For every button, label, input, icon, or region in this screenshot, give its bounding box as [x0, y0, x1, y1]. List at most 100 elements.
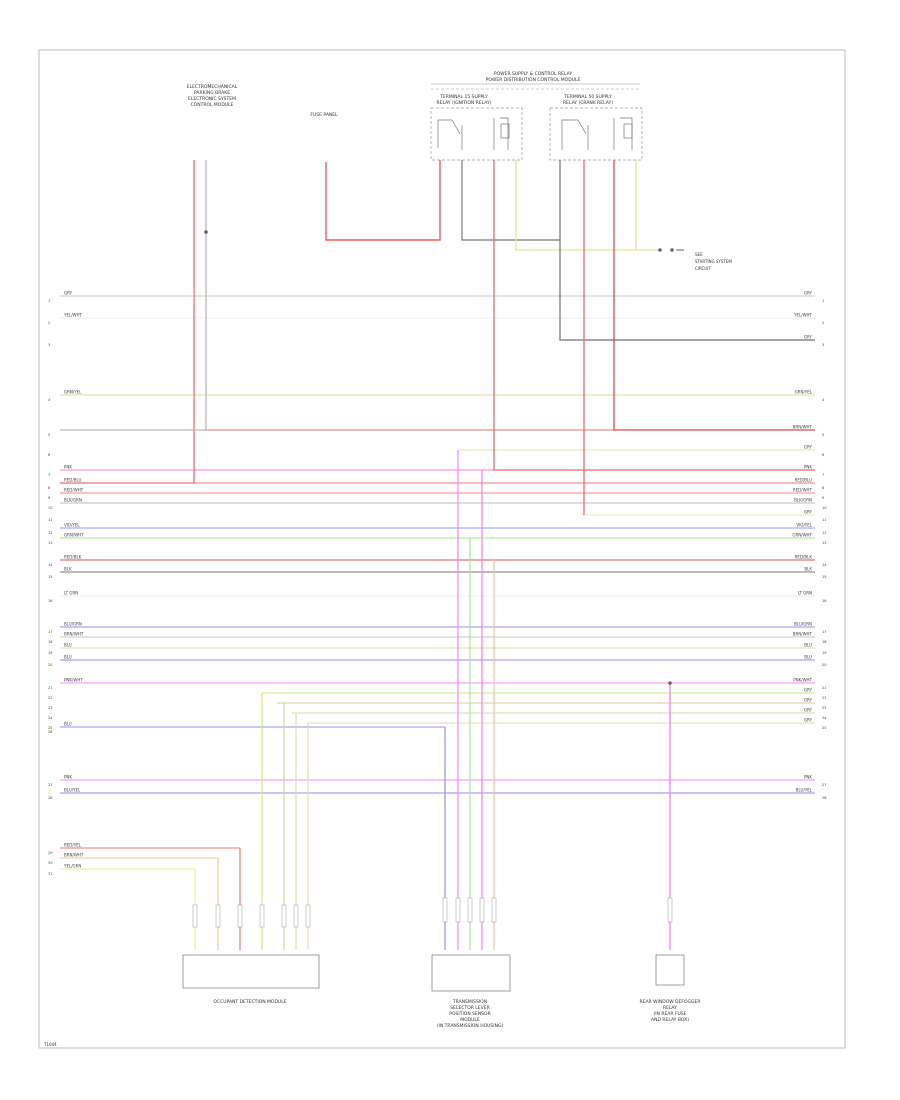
- bus-wire-label-left: BLU: [64, 722, 72, 727]
- bus-pin-right: 9: [822, 496, 824, 500]
- bus-wire-label-right: GRY: [804, 445, 813, 450]
- connector-pin: [442, 897, 448, 923]
- bus-pin-left: 9: [48, 496, 50, 500]
- bus-pin-left: 1: [48, 299, 50, 303]
- svg-text:ELECTRONIC SYSTEM: ELECTRONIC SYSTEM: [188, 96, 236, 102]
- relay2-label: TERMINAL 50 SUPPLY RELAY (CRANK RELAY): [563, 94, 613, 106]
- bus-pin-left: 21: [48, 686, 52, 690]
- bus-wire-label-left: BLU: [64, 655, 72, 660]
- bus-wire-label-left: BLU: [64, 643, 72, 648]
- bus-wire-label-right: GRY: [804, 708, 813, 713]
- connector-pin: [305, 904, 311, 928]
- bus-pin-left: 18: [48, 640, 52, 644]
- bus-pin-left: 23: [48, 706, 52, 710]
- top-components: ELECTROMECHANICAL PARKING BRAKE ELECTRON…: [187, 71, 733, 271]
- bus-pin-left: 19: [48, 651, 52, 655]
- bus-pin-left: 6: [48, 453, 50, 457]
- junction-dot: [658, 248, 662, 252]
- bus-pin-left: 12: [48, 531, 52, 535]
- connector-pin: [293, 904, 299, 928]
- bus-wire-label-left: BLK/GRN: [64, 498, 82, 503]
- bus-pin-left: 25: [48, 726, 52, 730]
- bus-wire-label-left: LT GRN: [64, 591, 78, 596]
- svg-text:STARTING SYSTEM: STARTING SYSTEM: [695, 259, 732, 264]
- bus-pin-right: 21: [822, 686, 826, 690]
- bus-pin-right: 22: [822, 696, 826, 700]
- bus-pin-left: 26: [48, 730, 52, 734]
- bus-wire-label-left: GRN/YEL: [64, 390, 82, 395]
- bus-pin-right: 28: [822, 796, 826, 800]
- bus-pin-right: 4: [822, 398, 825, 402]
- junction-dot: [670, 248, 674, 252]
- bus-wire-label-right: PNK: [804, 775, 812, 780]
- bus-wire-label-left: BLK: [64, 567, 72, 572]
- svg-text:RELAY: RELAY: [663, 1005, 677, 1011]
- svg-text:SELECTOR LEVER: SELECTOR LEVER: [450, 1005, 489, 1011]
- bus-pin-right: 15: [822, 575, 826, 579]
- bus-pin-left: 22: [48, 696, 52, 700]
- bus-wire-label-right: GRY: [804, 291, 813, 296]
- bus-wire-label-right: BRN/WHT: [793, 632, 813, 637]
- bus-pin-left: 8: [48, 486, 50, 490]
- bus-pin-left: 15: [48, 575, 52, 579]
- bus-pin-left: 14: [48, 563, 53, 567]
- relay1-yellow-wire: [515, 160, 660, 251]
- svg-text:POWER DISTRIBUTION CONTROL MOD: POWER DISTRIBUTION CONTROL MODULE: [486, 77, 581, 83]
- bus-pin-right: 6: [822, 453, 824, 457]
- bus-wire-label-left: PNK/WHT: [64, 678, 83, 683]
- bus-wire-label-left: YEL/GRN: [63, 864, 81, 869]
- bus-wire-label-left: YEL/WHT: [63, 313, 83, 318]
- bus-pin-left: 24: [48, 716, 53, 720]
- occupant-module-box: [182, 954, 320, 989]
- bus-wire-label-right: BLK/GRN: [794, 498, 812, 503]
- bus-pin-left: 28: [48, 796, 52, 800]
- module-red-wire: [60, 160, 195, 484]
- bus-wire-label-right: GRY: [804, 718, 813, 723]
- svg-text:(IN REAR FUSE: (IN REAR FUSE: [653, 1011, 686, 1017]
- bus-pin-right: 17: [822, 630, 826, 634]
- connector-pin: [215, 904, 221, 928]
- bus-pin-right: 10: [822, 506, 826, 510]
- defogger-relay-label: REAR WINDOW DEFOGGER RELAY (IN REAR FUSE…: [639, 999, 700, 1023]
- bus-pin-left: 10: [48, 506, 52, 510]
- bus-pin-left: 3: [48, 343, 50, 347]
- bus-pin-left: 4: [48, 398, 51, 402]
- defogger-relay-box: [655, 954, 685, 986]
- svg-text:CIRCUIT: CIRCUIT: [695, 266, 711, 271]
- bus-pin-left: 13: [48, 541, 52, 545]
- bus-wire-label-right: BRN/WHT: [793, 425, 813, 430]
- bus-pin-left: 5: [48, 433, 50, 437]
- bus-pin-left: 20: [48, 663, 52, 667]
- svg-text:RELAY (CRANK RELAY): RELAY (CRANK RELAY): [563, 100, 613, 106]
- bus-pin-right: 12: [822, 531, 826, 535]
- bus-wire-label-right: PNK: [804, 465, 812, 470]
- page-code: T1044: [43, 1042, 57, 1047]
- bus-pin-right: 27: [822, 783, 826, 787]
- bus-pin-right: 20: [822, 663, 826, 667]
- svg-text:REAR WINDOW DEFOGGER: REAR WINDOW DEFOGGER: [639, 999, 700, 1005]
- bus-wire-label-right: BLU: [804, 655, 812, 660]
- connector-pin: [192, 904, 198, 928]
- bus-wire-label-left: PNK: [64, 775, 72, 780]
- connector-pin: [479, 897, 485, 923]
- relay1-red-wire: [493, 160, 815, 471]
- bus-wire-label-left: PNK: [64, 465, 72, 470]
- bus-wire-label-left: RED/YEL: [64, 843, 82, 848]
- bus-wire-label-left: BLU/GRN: [64, 622, 82, 627]
- connector-pin: [667, 897, 673, 923]
- bus-wire-label-left: GRN/WHT: [64, 533, 84, 538]
- bus-pin-left: 7: [48, 473, 50, 477]
- relay1-box: [430, 107, 523, 161]
- bus-wire-label-left: RED/BLK: [64, 555, 82, 560]
- connector-pin: [467, 897, 473, 923]
- fuse-label: FUSE PANEL: [310, 112, 338, 118]
- bus-wire-label-right: YEL/WHT: [793, 313, 813, 318]
- bus-pin-left: 30: [48, 861, 52, 865]
- svg-text:(IN TRANSMISSION HOUSING): (IN TRANSMISSION HOUSING): [437, 1023, 504, 1029]
- relay2-dark-red-wire: [613, 160, 815, 431]
- bus-pin-left: 16: [48, 599, 52, 603]
- svg-text:TERMINAL 15 SUPPLY: TERMINAL 15 SUPPLY: [439, 94, 488, 100]
- bus-pin-right: 18: [822, 640, 826, 644]
